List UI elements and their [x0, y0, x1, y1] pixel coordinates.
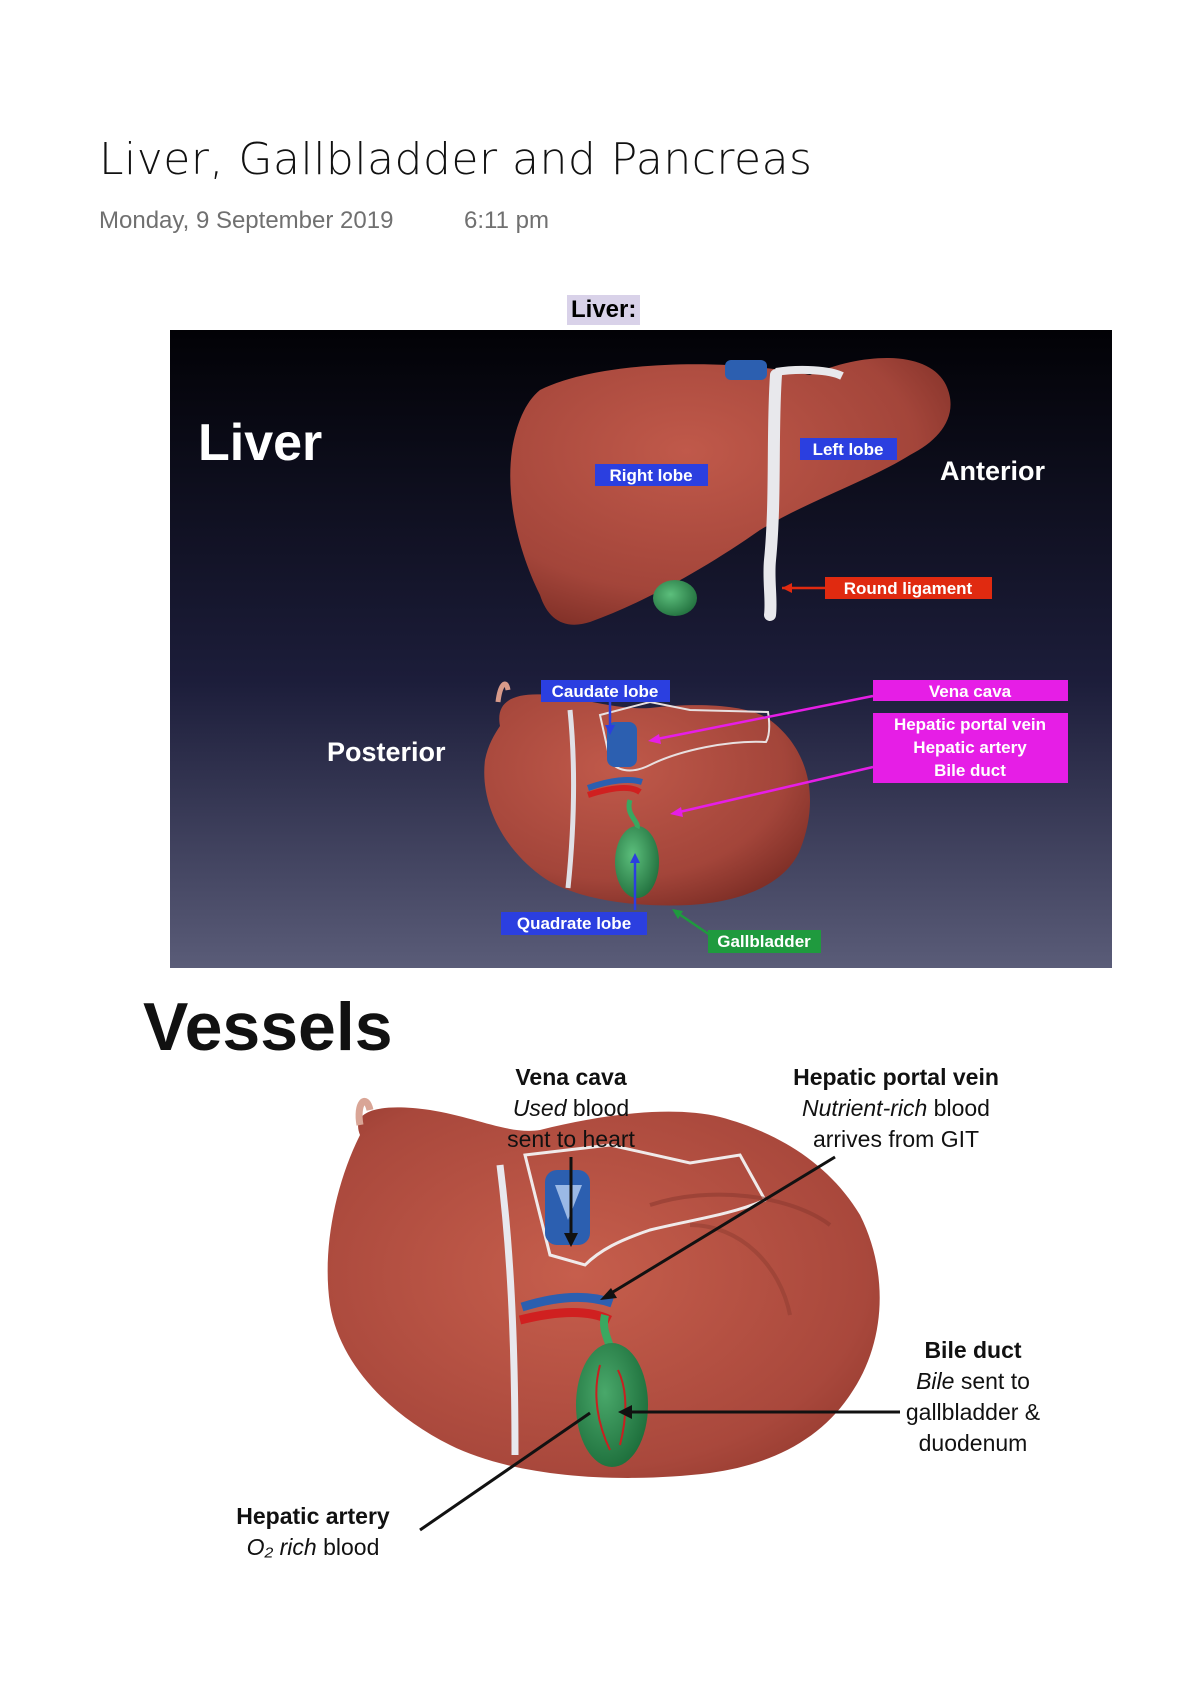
callout-vena-cava-line2: sent to heart: [507, 1126, 635, 1152]
label-box-left-lobe: [800, 438, 897, 460]
label-box-round-ligament: [825, 577, 992, 599]
label-box-gallbladder: [708, 930, 821, 953]
vessels-heading: Vessels: [143, 989, 393, 1065]
arrow-portal-group: [674, 765, 874, 815]
callout-bile-duct-line3: duodenum: [919, 1430, 1028, 1456]
posterior-liver-large: [327, 1097, 880, 1478]
label-box-right-lobe: [595, 464, 708, 486]
label-gallbladder: Gallbladder: [717, 932, 811, 951]
view-label-posterior: Posterior: [327, 737, 446, 767]
callout-bile-duct-line1: Bile sent to: [916, 1368, 1030, 1394]
section-label-liver: Liver:: [567, 295, 641, 325]
callout-hepatic-artery-line1: O₂ rich blood: [247, 1534, 380, 1560]
label-quadrate-lobe: Quadrate lobe: [517, 914, 631, 933]
callout-vena-cava-title: Vena cava: [515, 1064, 626, 1090]
label-left-lobe: Left lobe: [813, 440, 884, 459]
diagram-heading: Liver: [198, 414, 322, 472]
note-time: 6:11 pm: [464, 207, 549, 234]
label-box-vena-cava: [873, 680, 1068, 701]
label-hepatic-artery: Hepatic artery: [913, 738, 1027, 757]
callout-portal-vein-line1: Nutrient-rich blood: [802, 1095, 990, 1121]
anterior-liver: [510, 358, 951, 625]
arrow-gallbladder: [675, 910, 711, 937]
callout-portal-vein-line2: arrives from GIT: [813, 1126, 979, 1152]
callout-vena-cava-line1: Used blood: [513, 1095, 629, 1121]
callout-hepatic-artery-title: Hepatic artery: [236, 1503, 390, 1529]
note-date: Monday, 9 September 2019: [99, 207, 394, 234]
label-caudate-lobe: Caudate lobe: [552, 682, 659, 701]
page-title: Liver, Gallbladder and Pancreas: [99, 134, 813, 185]
label-hepatic-portal-vein: Hepatic portal vein: [894, 715, 1046, 734]
callout-bile-duct-line2: gallbladder &: [906, 1399, 1040, 1425]
label-box-quadrate-lobe: [501, 912, 647, 935]
label-box-portal-group: [873, 713, 1068, 783]
label-bile-duct: Bile duct: [934, 761, 1006, 780]
callout-bile-duct-title: Bile duct: [924, 1337, 1021, 1363]
label-vena-cava: Vena cava: [929, 682, 1012, 701]
label-round-ligament: Round ligament: [844, 579, 973, 598]
label-right-lobe: Right lobe: [609, 466, 692, 485]
vessels-diagram-image: Vessels Vena cava Used blood sent to hea…: [143, 989, 1040, 1560]
arrow-vena-cava: [651, 694, 874, 742]
posterior-liver: [484, 681, 810, 906]
view-label-anterior: Anterior: [940, 456, 1046, 486]
pointer-portal-vein: [607, 1155, 836, 1297]
liver-diagram-image: Liver Right lobe Left lobe Anterior Roun…: [170, 330, 1112, 968]
pointer-hepatic-artery: [419, 1411, 591, 1532]
label-box-caudate-lobe: [541, 680, 670, 702]
callout-portal-vein-title: Hepatic portal vein: [793, 1064, 999, 1090]
